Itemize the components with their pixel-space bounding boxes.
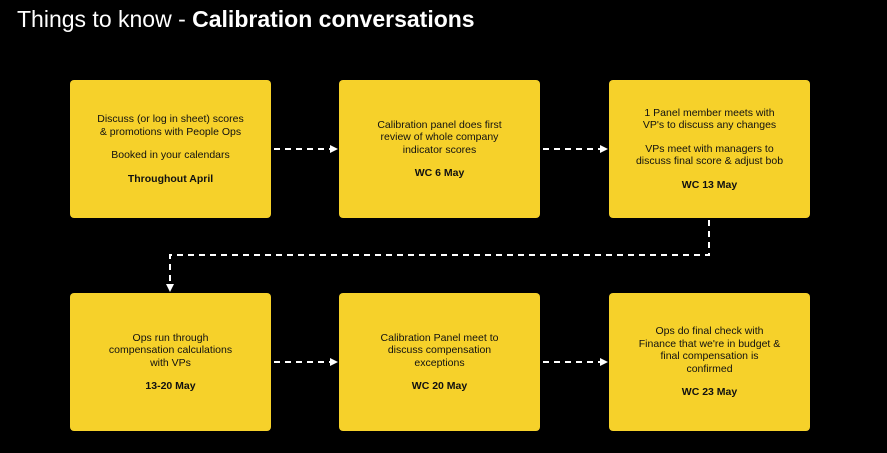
step-3-line-2: VP's to discuss any changes (642, 119, 777, 132)
step-5-line-2: discuss compensation (387, 344, 492, 356)
step-3-line-3: VPs meet with managers to (645, 142, 774, 155)
step-5-card: Calibration Panel meet to discuss compen… (339, 293, 540, 431)
title-emphasis: Calibration conversations (192, 6, 475, 32)
step-3-line-1: 1 Panel member meets with (644, 106, 775, 119)
step-6-line-1: Ops do final check with (655, 325, 764, 338)
step-3-line-4: discuss final score & adjust bob (635, 155, 784, 168)
step-2-timing: WC 6 May (414, 167, 465, 179)
step-5-timing: WC 20 May (411, 380, 468, 392)
step-1-line-2: & promotions with People Ops (99, 125, 242, 138)
step-4-line-1: Ops run through (132, 331, 209, 344)
step-4-timing: 13-20 May (145, 380, 196, 392)
step-2-line-2: review of whole company (380, 131, 499, 143)
step-4-line-2: compensation calculations (108, 344, 233, 356)
step-2-line-3: indicator scores (402, 143, 477, 156)
step-6-line-3: final compensation is (660, 350, 759, 363)
step-3-timing: WC 13 May (681, 178, 738, 191)
step-4-line-3: with VPs (150, 356, 191, 369)
arrow-step3-to-step4 (166, 220, 710, 292)
step-1-timing: Throughout April (127, 172, 214, 185)
step-2-card: Calibration panel does first review of w… (339, 80, 540, 218)
step-2-line-1: Calibration panel does first (377, 118, 502, 131)
step-1-card: Discuss (or log in sheet) scores & promo… (70, 80, 271, 218)
step-6-card: Ops do final check with Finance that we'… (609, 293, 810, 431)
title-prefix: Things to know - (17, 6, 193, 32)
step-3-card: 1 Panel member meets with VP's to discus… (609, 80, 810, 218)
step-5-line-3: exceptions (414, 356, 465, 369)
step-6-timing: WC 23 May (681, 386, 738, 399)
step-1-line-1: Discuss (or log in sheet) scores (97, 113, 244, 125)
step-1-note: Booked in your calendars (111, 149, 230, 161)
step-5-line-1: Calibration Panel meet to (380, 331, 499, 344)
step-6-line-2: Finance that we're in budget & (638, 337, 781, 350)
step-6-line-4: confirmed (686, 362, 733, 375)
step-4-card: Ops run through compensation calculation… (70, 293, 271, 431)
slide-title: Things to know - Calibration conversatio… (17, 5, 475, 33)
